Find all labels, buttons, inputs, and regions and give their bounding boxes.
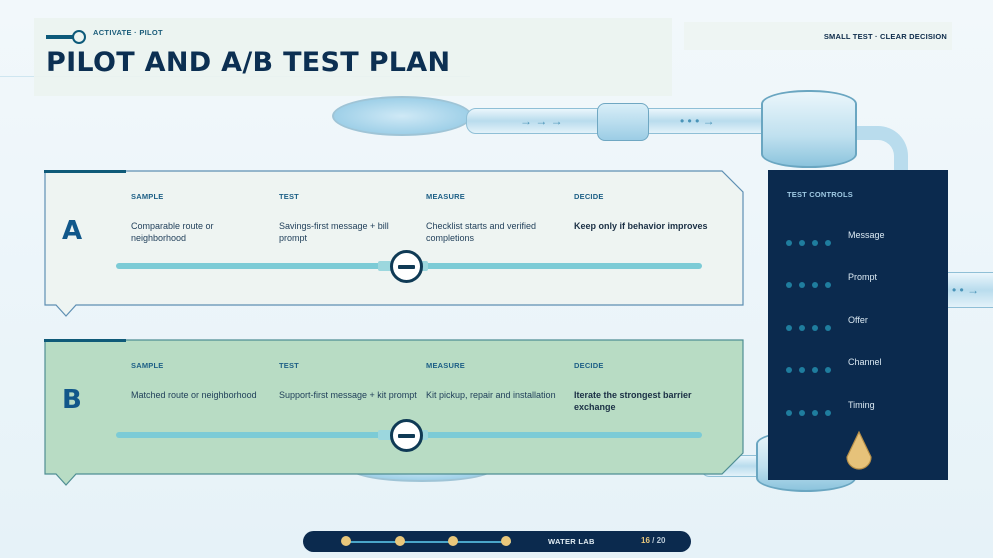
page-current: 16 — [641, 536, 650, 545]
pin-icon — [46, 30, 86, 44]
control-label: Offer — [848, 315, 868, 325]
page-indicator: 16 / 20 — [641, 536, 666, 545]
control-item-message[interactable]: Message — [786, 230, 936, 246]
variant-letter: B — [62, 385, 82, 415]
dot-indicator-icon — [786, 360, 838, 378]
column-text: Support-first message + kit prompt — [279, 390, 417, 400]
column-text: Iterate the strongest barrier exchange — [574, 390, 692, 412]
test-column: TEST Savings-first message + bill prompt — [279, 192, 419, 244]
column-heading: MEASURE — [426, 361, 465, 370]
page-separator: / — [652, 536, 655, 545]
page-title: PILOT AND A/B TEST PLAN — [46, 47, 451, 78]
column-heading: DECIDE — [574, 361, 604, 370]
progress-rail — [343, 541, 511, 543]
water-tank-illustration — [761, 90, 857, 168]
minus-circle-icon[interactable] — [390, 419, 423, 452]
tagline: SMALL TEST · CLEAR DECISION — [823, 32, 947, 41]
dot-indicator-icon — [786, 318, 838, 336]
footer-bar: WATER LAB 16 / 20 — [303, 531, 691, 552]
column-text: Matched route or neighborhood — [131, 390, 257, 400]
section-eyebrow: ACTIVATE · PILOT — [93, 28, 163, 37]
water-pond-illustration — [332, 96, 472, 136]
column-text: Comparable route or neighborhood — [131, 221, 214, 243]
control-item-channel[interactable]: Channel — [786, 357, 936, 373]
test-column: TEST Support-first message + kit prompt — [279, 361, 419, 401]
column-text: Checklist starts and verified completion… — [426, 221, 537, 243]
test-controls-panel: TEST CONTROLS Message Prompt Offer Chann… — [768, 170, 948, 480]
column-text: Kit pickup, repair and installation — [426, 390, 556, 400]
dot-indicator-icon — [786, 233, 838, 251]
control-item-offer[interactable]: Offer — [786, 315, 936, 331]
control-label: Prompt — [848, 272, 878, 282]
tagline-panel — [684, 22, 952, 50]
decide-column: DECIDE Iterate the strongest barrier exc… — [574, 361, 714, 413]
flow-arrow-icon: • • • → — [680, 114, 715, 128]
column-heading: TEST — [279, 192, 299, 201]
control-item-prompt[interactable]: Prompt — [786, 272, 936, 288]
dot-indicator-icon — [786, 403, 838, 421]
variant-letter: A — [62, 216, 83, 246]
pipe-illustration — [948, 272, 993, 308]
minus-circle-icon[interactable] — [390, 250, 423, 283]
progress-node-icon — [501, 536, 511, 546]
column-heading: SAMPLE — [131, 361, 164, 370]
progress-node-icon — [341, 536, 351, 546]
control-label: Message — [848, 230, 885, 240]
progress-node-icon — [448, 536, 458, 546]
page-total: 20 — [656, 536, 666, 545]
title-panel — [34, 18, 672, 96]
column-text: Keep only if behavior improves — [574, 221, 708, 231]
column-heading: TEST — [279, 361, 299, 370]
control-label: Timing — [848, 400, 875, 410]
decide-column: DECIDE Keep only if behavior improves — [574, 192, 714, 232]
water-drop-icon — [846, 430, 872, 470]
variant-a-card-shape — [44, 170, 744, 317]
valve-illustration — [597, 103, 649, 141]
column-text: Savings-first message + bill prompt — [279, 221, 389, 243]
footer-brand: WATER LAB — [548, 537, 595, 546]
progress-node-icon — [395, 536, 405, 546]
dot-indicator-icon — [786, 275, 838, 293]
flow-arrow-icon: • • → — [952, 283, 980, 297]
measure-column: MEASURE Checklist starts and verified co… — [426, 192, 566, 244]
variant-b-card-shape — [44, 339, 744, 486]
variant-a-card: A SAMPLE Comparable route or neighborhoo… — [44, 170, 744, 317]
control-item-timing[interactable]: Timing — [786, 400, 936, 416]
column-heading: SAMPLE — [131, 192, 164, 201]
control-label: Channel — [848, 357, 882, 367]
sample-column: SAMPLE Matched route or neighborhood — [131, 361, 271, 401]
sample-column: SAMPLE Comparable route or neighborhood — [131, 192, 271, 244]
column-heading: MEASURE — [426, 192, 465, 201]
measure-column: MEASURE Kit pickup, repair and installat… — [426, 361, 566, 401]
variant-b-card: B SAMPLE Matched route or neighborhood T… — [44, 339, 744, 486]
column-heading: DECIDE — [574, 192, 604, 201]
controls-heading: TEST CONTROLS — [787, 190, 853, 199]
flow-arrow-icon: → → → — [520, 114, 563, 128]
